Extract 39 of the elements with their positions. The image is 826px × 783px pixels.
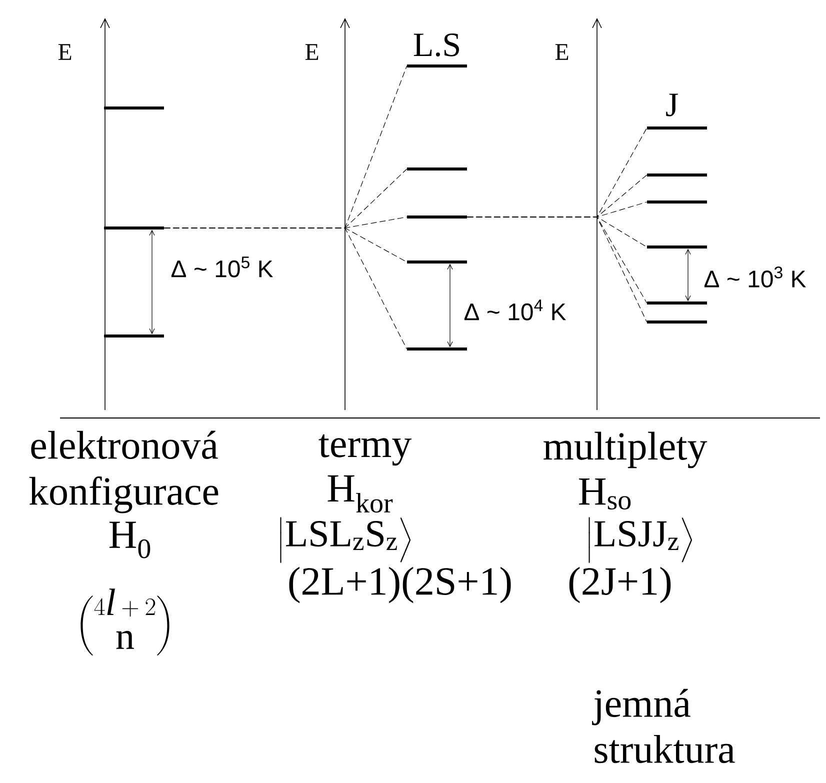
dashed-connector xyxy=(466,216,648,322)
formula: $\binom{4\mathit{l}+2}{\mathrm{n}}$ xyxy=(80,588,170,656)
column-caption: (2L+1)(2S+1) xyxy=(289,566,511,604)
energy-level xyxy=(407,348,467,350)
level-heading: J xyxy=(666,94,678,116)
edge-label: Δ ~ 10$^{3}$ K xyxy=(702,266,808,288)
energy-level xyxy=(104,226,164,230)
energy-level xyxy=(647,302,707,304)
energy-level xyxy=(407,168,467,170)
column-caption: H$_{so}$ xyxy=(579,478,631,510)
column-caption: (2J+1) xyxy=(569,566,671,604)
dashed-connector xyxy=(164,228,408,350)
column-caption: multiplety xyxy=(544,432,708,468)
dimension-arrow xyxy=(447,264,453,348)
energy-level xyxy=(647,126,707,130)
energy-level xyxy=(647,174,707,176)
energy-level xyxy=(407,64,467,68)
energy-level xyxy=(407,216,467,218)
energy-level xyxy=(104,106,164,110)
column-caption: H$_{kor}$ xyxy=(328,475,393,513)
edge-label: Δ ~ 10$^{4}$ K xyxy=(462,298,568,322)
axis-label: E xyxy=(555,44,568,60)
column-caption: jemná struktura xyxy=(592,688,735,764)
energy-level xyxy=(647,320,707,324)
column-caption: H$_{0}$ xyxy=(109,522,150,558)
edge-label: Δ ~ 10$^{5}$ K xyxy=(170,256,274,278)
energy-level xyxy=(647,200,707,204)
formula: $\left|\mathrm{LSJJ_{z}}\right\rangle$ xyxy=(588,517,692,563)
dimension-arrow xyxy=(149,230,155,334)
dimension-arrow xyxy=(685,248,691,302)
formula: $\left|\mathrm{LSL_{z}S_{z}}\right\rangle$ xyxy=(280,517,411,563)
energy-level xyxy=(104,334,164,338)
energy-level xyxy=(647,246,707,248)
axis-label: E xyxy=(305,44,318,60)
level-heading: L.S xyxy=(414,34,459,56)
axis-label: E xyxy=(58,44,72,60)
column-caption: elektronová konfigurace xyxy=(29,430,218,514)
energy-level xyxy=(407,260,467,264)
column-caption: termy xyxy=(318,434,412,466)
